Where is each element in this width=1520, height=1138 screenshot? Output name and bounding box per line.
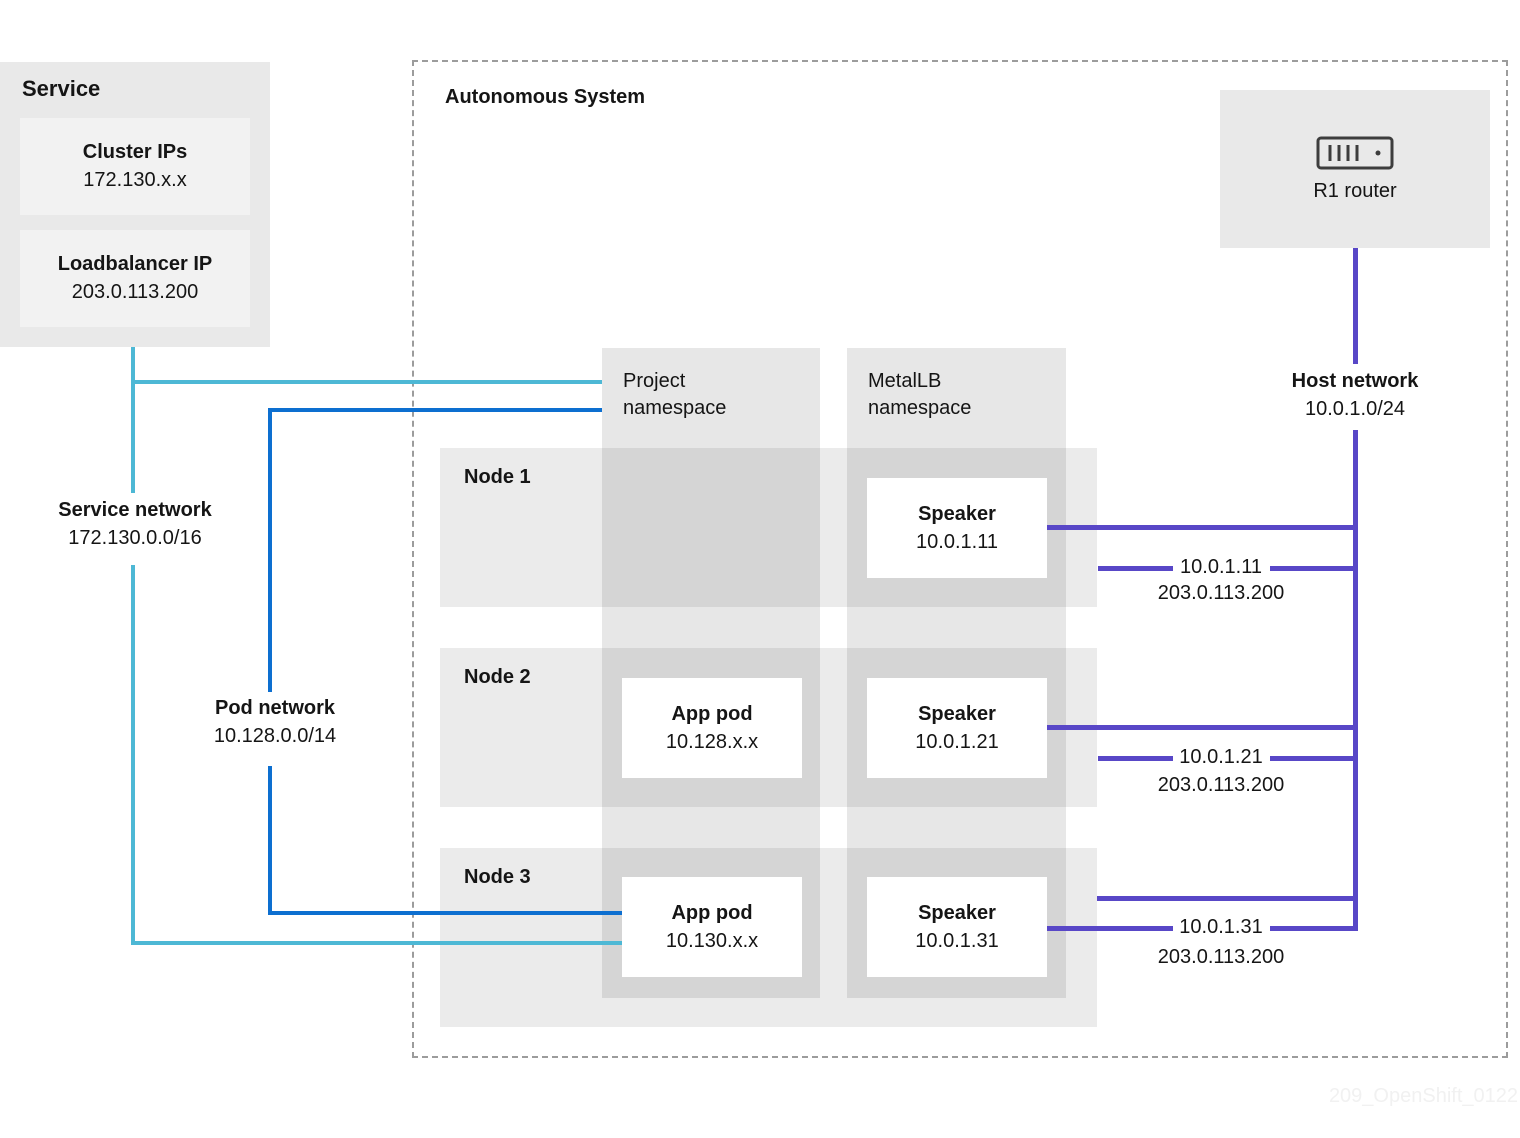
- autonomous-system-label: Autonomous System: [445, 86, 646, 108]
- loadbalancer-ip-box: Loadbalancer IP 203.0.113.200: [20, 230, 250, 327]
- node2-speaker-link-line: [1047, 725, 1353, 730]
- host-network-name: Host network: [1291, 370, 1419, 392]
- host-network-line-vertical-upper: [1353, 248, 1358, 364]
- pod-network-cidr: 10.128.0.0/14: [213, 725, 337, 747]
- cluster-ips-title: Cluster IPs: [82, 141, 188, 163]
- node2-ip-line-left: [1098, 756, 1173, 761]
- service-network-cidr: 172.130.0.0/16: [68, 527, 202, 549]
- node1-link-lb: 203.0.113.200: [1157, 582, 1285, 604]
- service-network-line-vertical-lower: [131, 565, 135, 945]
- cluster-ips-value: 172.130.x.x: [83, 169, 187, 191]
- node3-link-ip: 10.0.1.31: [1179, 916, 1263, 938]
- service-network-line-vertical-upper: [131, 347, 135, 493]
- watermark: 209_OpenShift_0122: [1328, 1085, 1518, 1107]
- metallb-namespace-label: MetalLB namespace: [868, 370, 972, 419]
- node2-link-lb: 203.0.113.200: [1157, 774, 1285, 796]
- node1-label: Node 1: [464, 466, 531, 488]
- service-network-name: Service network: [58, 499, 212, 521]
- node3-speaker-box: Speaker 10.0.1.31: [867, 877, 1047, 977]
- overlap-node1-project: [602, 448, 820, 607]
- host-network-line-vertical-lower: [1353, 430, 1358, 931]
- node2-app-pod-title: App pod: [671, 702, 753, 725]
- node1-ip-line-right: [1270, 566, 1358, 571]
- node1-link-ip: 10.0.1.11: [1180, 556, 1262, 578]
- host-network-cidr: 10.0.1.0/24: [1304, 398, 1406, 420]
- pod-network-line-vertical-upper: [268, 408, 272, 692]
- node2-speaker-ip: 10.0.1.21: [915, 730, 999, 753]
- node2-ip-line-right: [1270, 756, 1358, 761]
- node2-speaker-box: Speaker 10.0.1.21: [867, 678, 1047, 778]
- node2-label: Node 2: [464, 666, 531, 688]
- autonomous-system-frame: [412, 60, 1508, 1058]
- cluster-ips-box: Cluster IPs 172.130.x.x: [20, 118, 250, 215]
- node2-speaker-title: Speaker: [918, 702, 996, 725]
- pod-network-name: Pod network: [214, 697, 335, 719]
- pod-network-line-to-app-pod: [268, 911, 622, 915]
- node2-app-pod-box: App pod 10.128.x.x: [622, 678, 802, 778]
- node3-app-pod-title: App pod: [671, 901, 753, 924]
- pod-network-line-vertical-lower: [268, 766, 272, 915]
- loadbalancer-ip-title: Loadbalancer IP: [57, 253, 213, 275]
- node1-speaker-link-line: [1047, 525, 1353, 530]
- node3-speaker-title: Speaker: [918, 901, 996, 924]
- node2-link-ip: 10.0.1.21: [1179, 746, 1263, 768]
- node3-band-link-line: [1097, 896, 1358, 901]
- pod-network-line-to-project-namespace: [268, 408, 602, 412]
- router-icon: [1316, 136, 1394, 170]
- service-network-label: Service network 172.130.0.0/16: [25, 496, 245, 552]
- loadbalancer-ip-value: 203.0.113.200: [71, 281, 199, 303]
- project-namespace-label: Project namespace: [623, 370, 727, 419]
- node2-app-pod-ip: 10.128.x.x: [665, 730, 759, 753]
- node1-speaker-title: Speaker: [918, 502, 996, 525]
- r1-router-box: R1 router: [1220, 90, 1490, 248]
- node3-ip-line-left: [1047, 926, 1173, 931]
- node3-ip-line-right: [1270, 926, 1358, 931]
- pod-network-label: Pod network 10.128.0.0/14: [165, 694, 385, 750]
- router-label: R1 router: [1313, 179, 1397, 202]
- service-network-line-to-project-namespace: [131, 380, 602, 384]
- node1-speaker-ip: 10.0.1.11: [916, 530, 998, 553]
- service-box-title: Service: [22, 76, 101, 101]
- node3-link-lb: 203.0.113.200: [1157, 946, 1285, 968]
- node1-speaker-box: Speaker 10.0.1.11: [867, 478, 1047, 578]
- host-network-label: Host network 10.0.1.0/24: [1255, 367, 1455, 423]
- service-network-line-to-app-pod: [131, 941, 622, 945]
- node3-app-pod-ip: 10.130.x.x: [665, 929, 759, 952]
- node3-app-pod-box: App pod 10.130.x.x: [622, 877, 802, 977]
- node1-ip-line-left: [1098, 566, 1173, 571]
- node3-speaker-ip: 10.0.1.31: [915, 929, 999, 952]
- node3-label: Node 3: [464, 866, 531, 888]
